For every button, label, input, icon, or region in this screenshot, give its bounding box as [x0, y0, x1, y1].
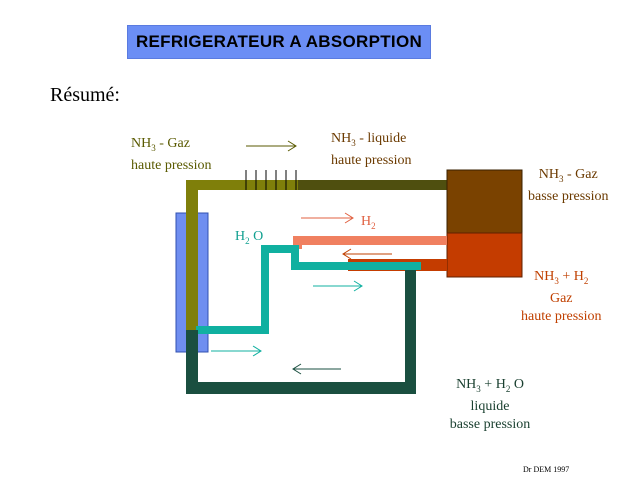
- water-pipe-right: [291, 262, 421, 270]
- solution-pipe-right: [405, 270, 416, 394]
- label-nh3-h2-gas-hp: NH3 + H2 Gaz haute pression: [521, 269, 602, 324]
- label-nh3-gas-bp: NH3 - Gaz basse pression: [528, 167, 609, 204]
- h2-pipe: [298, 236, 447, 245]
- arrow-h2: [301, 212, 354, 224]
- evaporator-block: [446, 169, 523, 234]
- label-h2o: H2 O: [235, 229, 264, 246]
- title-banner: REFRIGERATEUR A ABSORPTION: [127, 25, 431, 59]
- label-h2: H2: [361, 214, 376, 231]
- nh3-gas-hp-pipe-top: [186, 180, 298, 190]
- water-pipe-low: [196, 326, 266, 334]
- subtitle: Résumé:: [50, 84, 120, 106]
- solution-pipe-bottom: [186, 382, 416, 394]
- absorber-block: [446, 232, 523, 278]
- credit-text: Dr DEM 1997: [523, 465, 570, 474]
- nh3-gas-hp-pipe-vertical: [186, 180, 198, 330]
- arrow-nh3-gas: [246, 140, 297, 152]
- arrow-solution: [292, 363, 341, 375]
- water-pipe-vertical: [261, 248, 269, 334]
- water-pipe-top: [261, 245, 296, 253]
- condenser-fins: [245, 170, 297, 190]
- label-nh3-h2o-liquid-bp: NH3 + H2 O liquide basse pression: [449, 377, 531, 432]
- arrow-water: [313, 280, 363, 292]
- solution-pipe-left: [186, 330, 198, 394]
- water-pipe-drop: [291, 245, 299, 270]
- arrow-h2-return: [342, 248, 392, 260]
- nh3-liquid-hp-pipe: [298, 180, 448, 190]
- h2-pipe-joint: [293, 236, 302, 249]
- label-nh3-gas-hp: NH3 - Gaz haute pression: [131, 136, 212, 173]
- arrow-water-low: [211, 345, 262, 357]
- label-nh3-liquid-hp: NH3 - liquide haute pression: [331, 131, 412, 168]
